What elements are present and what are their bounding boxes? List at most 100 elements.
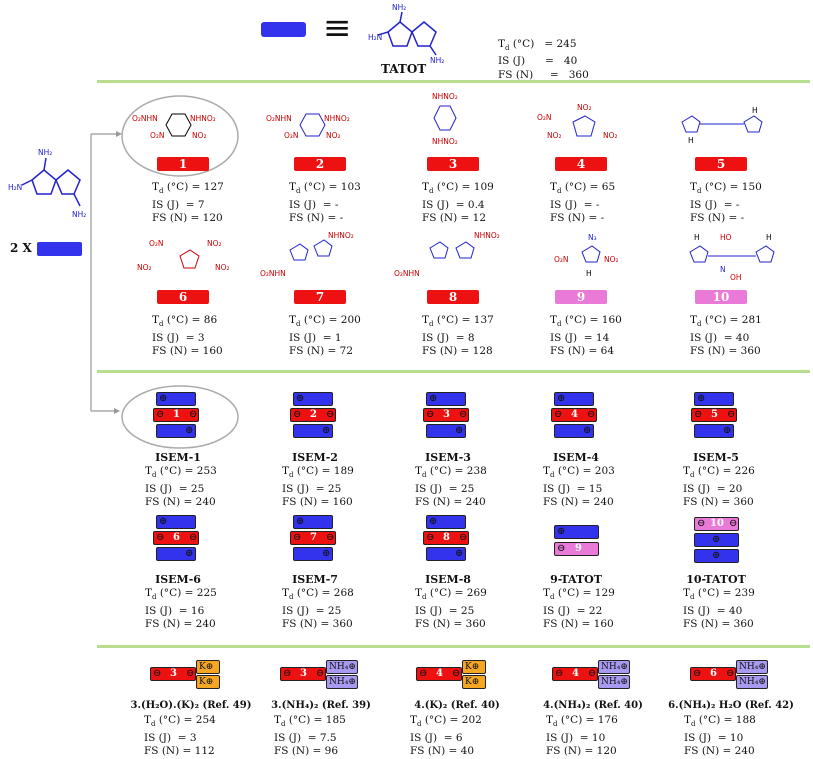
plus-icon: ⊕ [583,425,592,436]
is-label: IS (J) = [684,731,730,744]
salt-name: 10-TATOT [686,573,746,586]
cation-block: ⊕ [554,424,594,438]
svg-text:H: H [688,136,694,145]
td-value: 103 [340,181,361,193]
is-row: IS (J) = 6 [410,732,482,746]
minus-icon: ⊖ [727,409,736,420]
is-row: IS (J) = 40 [683,605,755,619]
left-cation-symbol [37,242,82,256]
anion-number: 4 [572,668,579,679]
fs-label: FS (N) = [415,618,466,631]
cation-block: ⊕ [426,515,466,529]
fs-value: 240 [593,496,614,509]
highlight-ellipse-2 [121,385,239,449]
td-value: 202 [461,714,482,726]
is-row: IS (J) = 3 [144,732,216,746]
svg-text:O₂NHN: O₂NHN [266,114,292,123]
cation-block: ⊕ [694,533,739,547]
is-row: IS (J) = 25 [145,483,217,497]
tatot-left-molecule: NH₂ H₂N NH₂ [8,148,86,219]
td-label: Td (°C) = [274,714,326,729]
minus-icon: ⊖ [156,532,165,543]
molecule-8: NHNO₂ O₂NHN [394,231,500,278]
plus-icon: ⊕ [185,548,194,559]
td-label: Td (°C) = [543,587,595,602]
td-label: Td (°C) = [144,714,196,729]
anion-number: 3 [170,668,177,679]
td-value: 185 [325,714,346,726]
plus-icon: ⊕ [455,425,464,436]
td-row: Td (°C) = 254 [144,714,216,732]
td-label: Td (°C) = [152,181,204,196]
svg-text:O₂N: O₂N [554,255,569,264]
svg-text:NH₂: NH₂ [392,3,406,12]
minus-icon: ⊖ [316,668,325,679]
cation-label: K⊕ [199,677,214,687]
is-row: IS (J) = - [550,199,615,213]
minus-icon: ⊖ [452,668,461,679]
td-label: Td (°C) = [415,587,467,602]
fs-row: FS (N) = 360 [415,618,487,632]
td-value: 239 [734,587,755,599]
td-row: Td (°C) = 176 [546,714,618,732]
svg-text:O₂N: O₂N [284,131,299,140]
anion-number: 8 [443,532,450,543]
anion-number: 6 [173,532,180,543]
td-row: Td (°C) = 127 [152,181,224,199]
cation-label: NH₄⊕ [739,677,766,687]
td-row: Td (°C) = 268 [282,587,354,605]
cation-block: ⊕ [156,515,196,529]
svg-text:H₂N: H₂N [368,33,382,42]
is-label: IS (J) = [550,198,596,211]
minus-icon: ⊖ [153,668,162,679]
anion-block: ⊖6⊖ [153,531,199,545]
cation-block: ⊕ [293,547,333,561]
td-row: Td (°C) = 86 [152,314,223,332]
is-row: IS (J) = 10 [546,732,618,746]
equivalence-symbol: ≡ [323,8,352,48]
is-row: IS (J) = 16 [145,605,217,619]
svg-text:NHNO₂: NHNO₂ [190,114,216,123]
is-value: 25 [460,604,475,617]
td-value: 200 [340,314,361,326]
is-value: 0.4 [467,198,485,211]
is-label: IS (J) = [152,331,198,344]
fs-label: FS (N) = [690,345,741,358]
td-label: Td (°C) = [422,181,474,196]
fs-row: FS (N) = 96 [274,745,346,759]
plus-icon: ⊕ [557,526,566,537]
fs-label: FS (N) = [415,496,466,509]
minus-icon: ⊖ [729,518,738,529]
is-value: 25 [327,482,342,495]
anion-block: ⊖3⊖ [280,667,326,681]
fs-row: FS (N) = 64 [550,345,622,359]
td-row: Td (°C) = 226 [683,465,755,483]
molecule-9: N₃ O₂N NO₂ H [554,233,619,278]
td-label: Td (°C) = [550,314,602,329]
td-value: 109 [473,181,494,193]
fs-label: FS (N) = [152,212,203,225]
svg-text:NHNO₂: NHNO₂ [432,92,458,101]
anion-block: ⊖3⊖ [150,667,196,681]
cation-label: NH₄⊕ [329,662,356,672]
fs-row: FS (N) = - [550,212,615,226]
cation-block: K⊕ [462,675,486,689]
fs-label: FS (N) = [289,212,340,225]
td-row: Td (°C) = 109 [422,181,494,199]
is-row: IS (J) = 25 [415,605,487,619]
svg-text:N: N [720,265,726,274]
td-label: Td (°C) = [422,314,474,329]
reference-name: 4.(NH₄)₂ (Ref. 40) [543,700,643,711]
highlight-ellipse-1 [121,95,239,177]
fs-row: FS (N) = 72 [289,345,361,359]
td-value: 86 [203,314,218,326]
svg-text:H₂N: H₂N [8,183,22,192]
fs-label: FS (N) = [422,345,473,358]
minus-icon: ⊖ [293,409,302,420]
cation-label: NH₄⊕ [601,677,628,687]
